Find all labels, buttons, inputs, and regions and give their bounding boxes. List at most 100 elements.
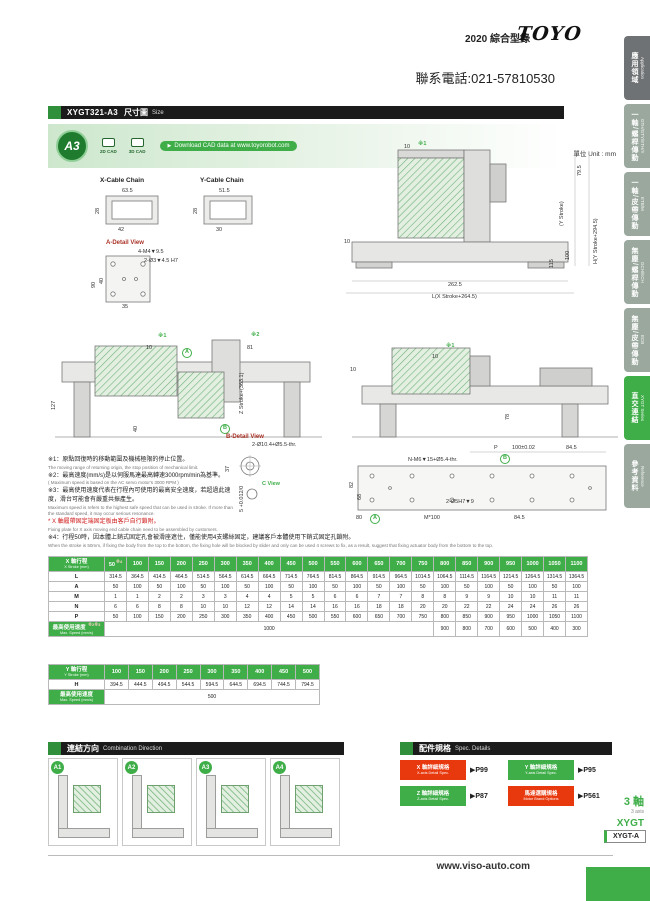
dimension-label: 68 xyxy=(357,493,363,500)
table-cell: 26 xyxy=(543,601,567,612)
table-cell: 200 xyxy=(169,611,193,622)
table-cell: 1014.5 xyxy=(411,571,435,582)
table-cell: 400 xyxy=(257,611,281,622)
tab-label-en: ECB xyxy=(640,335,645,345)
table-cell: 764.5 xyxy=(301,571,325,582)
y-col-header: 500 xyxy=(295,664,320,680)
table-cell: 600 xyxy=(345,611,369,622)
table-cell: 364.5 xyxy=(125,571,149,582)
tab-label-zh: 無塵/螺桿傳動 xyxy=(631,246,638,298)
y-col-header: 400 xyxy=(247,664,273,680)
table-cell: 8 xyxy=(147,601,171,612)
table-cell: 1064.5 xyxy=(433,571,457,582)
axis-count: 3 軸 xyxy=(623,796,644,808)
table-cell: 644.5 xyxy=(223,679,249,690)
table-cell: 500 xyxy=(104,689,320,705)
combination-option-3[interactable]: A3 xyxy=(196,758,266,846)
dimension-label: L(X Stroke+264.5) xyxy=(432,294,477,300)
table-cell: 400 xyxy=(543,621,567,637)
model-code: XYGT321-A3 xyxy=(67,108,119,117)
dimension-label: 10 xyxy=(146,345,153,351)
combination-option-1[interactable]: A1 xyxy=(48,758,118,846)
combination-option-4[interactable]: A4 xyxy=(270,758,340,846)
table-cell: 11 xyxy=(565,591,588,602)
table-cell: 814.5 xyxy=(323,571,347,582)
footnotes: ※1：原點回復時的移動範圍及機械極限的停止位置。The moving range… xyxy=(48,456,493,549)
table-cell: 24 xyxy=(521,601,545,612)
table-cell: 314.5 xyxy=(104,571,127,582)
x-col-header: 250 xyxy=(191,556,215,572)
table-cell: 16 xyxy=(323,601,347,612)
tab-label-en: ETB/M xyxy=(640,197,645,211)
table-cell: 12 xyxy=(257,601,281,612)
x-col-header: 800 xyxy=(433,556,457,572)
dimension-label: ※1 xyxy=(446,343,455,349)
table-cell: 550 xyxy=(323,611,347,622)
table-cell: 694.5 xyxy=(247,679,273,690)
table-cell: 50 xyxy=(323,581,347,592)
y-col-header: 450 xyxy=(271,664,296,680)
dimension-label: C View xyxy=(262,481,280,487)
cad-2d-link[interactable]: 2D CAD xyxy=(100,138,117,154)
x-col-header: 300 xyxy=(213,556,237,572)
dimension-label: 80 xyxy=(356,515,363,521)
footnote-line: When the stroke is 50mm, if fixing the b… xyxy=(48,542,494,548)
table-cell: 100 xyxy=(521,581,545,592)
dimension-label: Y-Cable Chain xyxy=(200,177,244,184)
table-cell: 1 xyxy=(104,591,127,602)
table-cell: 1314.5 xyxy=(543,571,567,582)
tab-label-en: Application xyxy=(640,56,645,79)
dimension-label: 262.5 xyxy=(448,282,462,288)
cad-3d-link[interactable]: 3D CAD xyxy=(129,138,146,154)
table-cell: 100 xyxy=(345,581,369,592)
y-col-header: 350 xyxy=(223,664,249,680)
row-label: H xyxy=(48,679,105,690)
x-col-header: 1100 xyxy=(565,556,588,572)
table-cell: 10 xyxy=(521,591,545,602)
table-cell: 150 xyxy=(147,611,171,622)
table-cell: 714.5 xyxy=(279,571,303,582)
table-cell: 1100 xyxy=(565,611,588,622)
table-cell: 50 xyxy=(367,581,391,592)
dimension-label: 10 xyxy=(344,239,351,245)
combination-option-2[interactable]: A2 xyxy=(122,758,192,846)
tab-label-en: GCH/ECH xyxy=(640,261,645,283)
table-cell: 1 xyxy=(125,591,149,602)
dimension-label: 10 xyxy=(404,144,411,150)
x-col-header: 1000 xyxy=(521,556,545,572)
table-cell: 20 xyxy=(411,601,435,612)
series-name: XYGT xyxy=(616,818,644,830)
dimension-label: 84.5 xyxy=(514,515,525,521)
table-cell: 450 xyxy=(279,611,303,622)
footnote-line: The moving range of returning origin, th… xyxy=(48,464,199,470)
row-label: A xyxy=(48,581,105,592)
dimension-label: 2-Ø10.4+Ø5.5-thr. xyxy=(252,442,297,448)
table-cell: 18 xyxy=(367,601,391,612)
dimension-label: ※2 xyxy=(251,332,260,338)
download-cad-button[interactable]: ▶ Download CAD data at www.toyorobot.com xyxy=(159,141,298,151)
x-col-header: 100 xyxy=(125,556,149,572)
table-cell: 10 xyxy=(213,601,237,612)
dimension-label: M*100 xyxy=(424,515,440,521)
combination-title-en: Combination Direction xyxy=(103,745,163,752)
table-cell: 100 xyxy=(433,581,457,592)
